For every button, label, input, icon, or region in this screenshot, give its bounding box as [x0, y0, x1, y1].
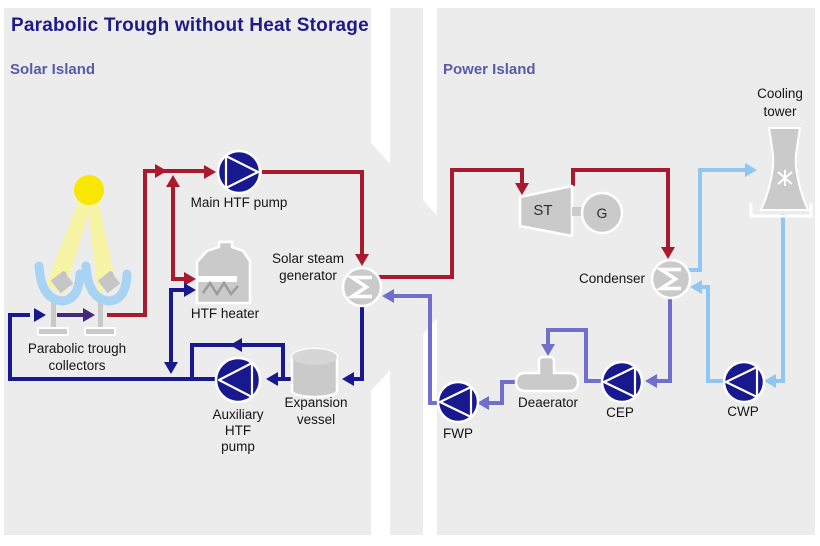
solar-steam-generator-icon	[341, 266, 383, 308]
cooling-tower-icon	[749, 127, 813, 218]
auxiliary-htf-pump-icon	[214, 356, 262, 404]
cwp-label: CWP	[727, 404, 759, 419]
cold-pipe-arrowheads	[34, 283, 354, 386]
generator-icon	[580, 191, 624, 235]
steam-turbine-label: ST	[533, 202, 553, 219]
expansion-vessel-icon	[290, 347, 339, 399]
deaerator-icon	[514, 355, 580, 393]
cooling-tower-label: Cooling tower	[757, 86, 803, 119]
sun-beam-left-icon	[46, 194, 92, 294]
hot-pipe-arrowheads	[155, 164, 675, 286]
cep-pump-icon	[600, 360, 644, 404]
sun-beam-right-icon	[87, 195, 116, 293]
steam-turbine-icon	[518, 184, 584, 238]
htf-heater-icon	[195, 240, 252, 305]
big-transfer-arrow-icon	[371, 143, 484, 391]
auxiliary-htf-pump-label: Auxiliary HTF pump	[212, 407, 264, 454]
hot-htf-steam-pipes	[107, 168, 670, 317]
solar-island-label: Solar Island	[10, 61, 96, 78]
tower-splash-icon	[777, 170, 793, 186]
parabolic-trough-collector-1-icon	[34, 261, 85, 336]
parabolic-trough-collector-2-icon	[81, 261, 132, 336]
cooling-water-arrowheads	[690, 163, 776, 388]
solar-steam-generator-label: Solar steam generator	[271, 251, 345, 283]
generator-label: G	[596, 205, 608, 221]
cep-label: CEP	[606, 405, 634, 420]
condensate-arrowheads	[382, 289, 657, 410]
sun-and-beams	[46, 175, 116, 294]
htf-transition-arrow	[57, 308, 95, 322]
fwp-label: FWP	[443, 426, 473, 441]
power-island-label: Power Island	[443, 61, 536, 78]
power-island-panel	[437, 8, 815, 535]
expansion-vessel-label: Expansion vessel	[284, 395, 348, 427]
fwp-pump-icon	[436, 380, 480, 424]
cwp-pump-icon	[722, 360, 766, 404]
condensate-pipes	[392, 294, 672, 405]
condenser-label: Condenser	[578, 271, 646, 286]
deaerator-label: Deaerator	[517, 395, 579, 410]
turbine-shaft-icon	[572, 207, 584, 216]
condenser-icon	[650, 258, 692, 300]
collectors-label: Parabolic trough collectors	[27, 341, 127, 373]
page-title: Parabolic Trough without Heat Storage	[11, 15, 369, 36]
sun-icon	[74, 175, 104, 205]
htf-heater-label: HTF heater	[190, 306, 260, 321]
main-htf-pump-icon	[216, 149, 262, 195]
main-htf-pump-label: Main HTF pump	[190, 195, 288, 210]
